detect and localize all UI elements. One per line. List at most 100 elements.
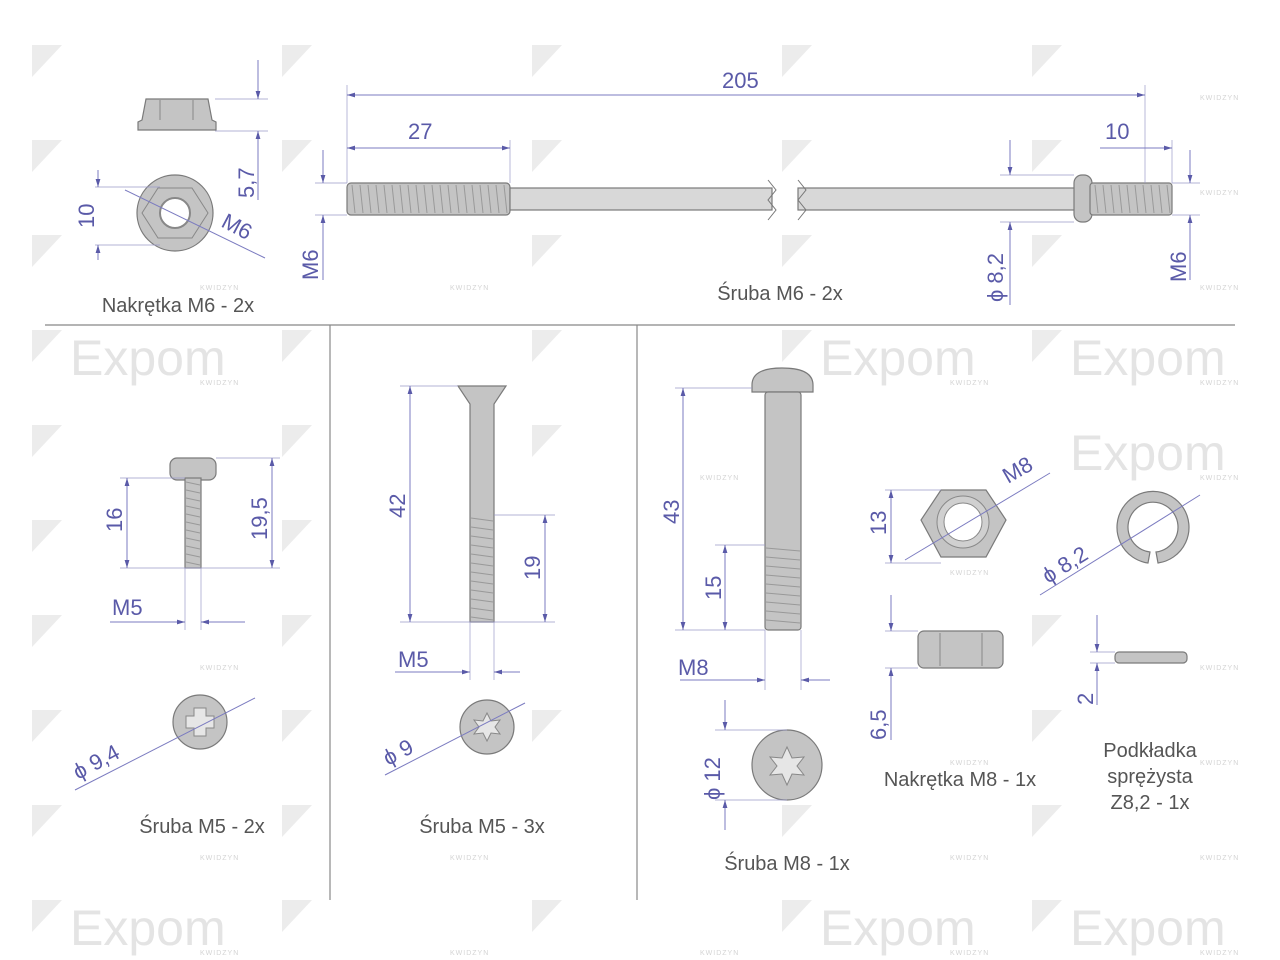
- nut-m6: 5,7 10 M6 Nakrętka M6 - 2x: [74, 60, 268, 317]
- watermark-text: Expom: [70, 900, 226, 956]
- watermark-subtext: KWIDZYN: [1200, 285, 1239, 292]
- spring-washer: ϕ 8,2 2 Podkładka sprężysta Z8,2 - 1x: [1037, 490, 1201, 814]
- watermark-subtext: KWIDZYN: [200, 380, 239, 387]
- washer-caption-line1: Podkładka: [1103, 740, 1197, 762]
- screw-m5-2x-total-label: 19,5: [247, 497, 272, 540]
- watermark-logo-mark: [532, 235, 562, 267]
- washer-side-view: [1114, 651, 1188, 664]
- screw-m8-thread-len-label: 15: [701, 576, 726, 600]
- screw-m5-3x-head-dia-label: ϕ 9: [379, 734, 418, 770]
- bolt-m6-collar-dia-label: ϕ 8,2: [983, 253, 1008, 302]
- screw-m8-head: [751, 367, 814, 393]
- watermark-logo-mark: [282, 615, 312, 647]
- watermark-logo-mark: [1032, 615, 1062, 647]
- screw-m8-caption: Śruba M8 - 1x: [724, 851, 850, 875]
- watermark-text: Expom: [820, 330, 976, 386]
- watermark-logo-mark: [282, 330, 312, 362]
- screw-m5-2x-thread-label: M5: [112, 595, 143, 620]
- watermark-subtext: KWIDZYN: [1200, 95, 1239, 102]
- bolt-m6-length-label: 205: [722, 68, 759, 93]
- watermark-logo-mark: [32, 235, 62, 267]
- washer-caption-line2: sprężysta: [1107, 766, 1193, 788]
- watermark-subtext: KWIDZYN: [450, 855, 489, 862]
- bolt-m6-thread-right-length-label: 10: [1105, 119, 1129, 144]
- watermark-text: Expom: [1070, 900, 1226, 956]
- watermark-layer: KWIDZYNExpomKWIDZYNKWIDZYNKWIDZYNExpomKW…: [32, 45, 1239, 957]
- watermark-logo-mark: [782, 900, 812, 932]
- watermark-subtext: KWIDZYN: [200, 950, 239, 957]
- washer-thickness-label: 2: [1073, 693, 1098, 705]
- watermark-subtext: KWIDZYN: [950, 760, 989, 767]
- watermark-logo-mark: [282, 425, 312, 457]
- watermark-logo-mark: [782, 805, 812, 837]
- watermark-subtext: KWIDZYN: [1200, 950, 1239, 957]
- watermark-logo-mark: [1032, 45, 1062, 77]
- watermark-logo-mark: [1032, 710, 1062, 742]
- watermark-subtext: KWIDZYN: [700, 950, 739, 957]
- bolt-m6-thread-right-label: M6: [1166, 251, 1191, 282]
- nut-m8-caption: Nakrętka M8 - 1x: [884, 769, 1036, 791]
- watermark-logo-mark: [1032, 900, 1062, 932]
- nut-m6-height-label: 5,7: [234, 167, 259, 198]
- watermark-subtext: KWIDZYN: [200, 665, 239, 672]
- watermark-subtext: KWIDZYN: [700, 475, 739, 482]
- screw-m8-head-dia-label: ϕ 12: [700, 757, 725, 800]
- watermark-logo-mark: [1032, 805, 1062, 837]
- watermark-logo-mark: [32, 520, 62, 552]
- watermark-logo-mark: [32, 45, 62, 77]
- screw-m5-3x-length-label: 42: [385, 494, 410, 518]
- watermark-logo-mark: [1032, 140, 1062, 172]
- screw-m8-length-label: 43: [659, 500, 684, 524]
- watermark-logo-mark: [282, 805, 312, 837]
- nut-m6-thread-label: M6: [218, 208, 257, 244]
- screw-m8: 43 15 M8 ϕ 12 Śruba M8 - 1x: [659, 367, 850, 875]
- watermark-subtext: KWIDZYN: [450, 285, 489, 292]
- watermark-text: Expom: [820, 900, 976, 956]
- bolt-m6-collar: [1073, 174, 1093, 223]
- watermark-logo-mark: [782, 235, 812, 267]
- watermark-subtext: KWIDZYN: [950, 950, 989, 957]
- watermark-logo-mark: [532, 330, 562, 362]
- watermark-logo-mark: [32, 805, 62, 837]
- watermark-subtext: KWIDZYN: [200, 285, 239, 292]
- bolt-m6: 205 27 10 M6 ϕ 8,2 M6 Śruba M6 - 2x: [298, 68, 1200, 305]
- watermark-subtext: KWIDZYN: [1200, 475, 1239, 482]
- watermark-logo-mark: [782, 140, 812, 172]
- watermark-text: Expom: [70, 330, 226, 386]
- watermark-logo-mark: [782, 330, 812, 362]
- bolt-m6-thread-left: [346, 182, 511, 216]
- screw-m5-2x-head: [169, 457, 217, 481]
- watermark-logo-mark: [1032, 330, 1062, 362]
- nut-m6-caption: Nakrętka M6 - 2x: [102, 295, 254, 317]
- watermark-subtext: KWIDZYN: [200, 855, 239, 862]
- watermark-logo-mark: [782, 45, 812, 77]
- nut-m8: 13 M8 6,5 Nakrętka M8 - 1x: [866, 451, 1051, 791]
- nut-m8-height-label: 6,5: [866, 709, 891, 740]
- watermark-logo-mark: [532, 710, 562, 742]
- diagram-content: 5,7 10 M6 Nakrętka M6 - 2x 205 27 10: [45, 60, 1235, 900]
- watermark-logo-mark: [32, 900, 62, 932]
- nut-m8-thread-label: M8: [998, 451, 1037, 488]
- bolt-m6-thread-left-label: M6: [298, 249, 323, 280]
- watermark-logo-mark: [282, 140, 312, 172]
- watermark-logo-mark: [532, 45, 562, 77]
- screw-m5-2x-head-dia-label: ϕ 9,4: [69, 739, 124, 784]
- bolt-m6-thread-left-length-label: 27: [408, 119, 432, 144]
- watermark-subtext: KWIDZYN: [950, 570, 989, 577]
- watermark-subtext: KWIDZYN: [1200, 855, 1239, 862]
- watermark-subtext: KWIDZYN: [1200, 190, 1239, 197]
- watermark-subtext: KWIDZYN: [950, 380, 989, 387]
- nut-m6-width-label: 10: [74, 204, 99, 228]
- washer-inner-dia-label: ϕ 8,2: [1037, 541, 1092, 588]
- screw-m5-2x: 16 19,5 M5 ϕ 9,4 Śruba M5 - 2x: [69, 457, 280, 838]
- nut-m8-width-label: 13: [866, 511, 891, 535]
- screw-m8-thread-label: M8: [678, 655, 709, 680]
- screw-m5-3x-caption: Śruba M5 - 3x: [419, 814, 545, 838]
- screw-m5-2x-shank-label: 16: [102, 508, 127, 532]
- washer-front-view: [1116, 490, 1190, 564]
- screw-m5-3x-thread-label: M5: [398, 647, 429, 672]
- watermark-subtext: KWIDZYN: [450, 950, 489, 957]
- screw-m5-3x-body: [456, 385, 508, 623]
- watermark-logo-mark: [532, 425, 562, 457]
